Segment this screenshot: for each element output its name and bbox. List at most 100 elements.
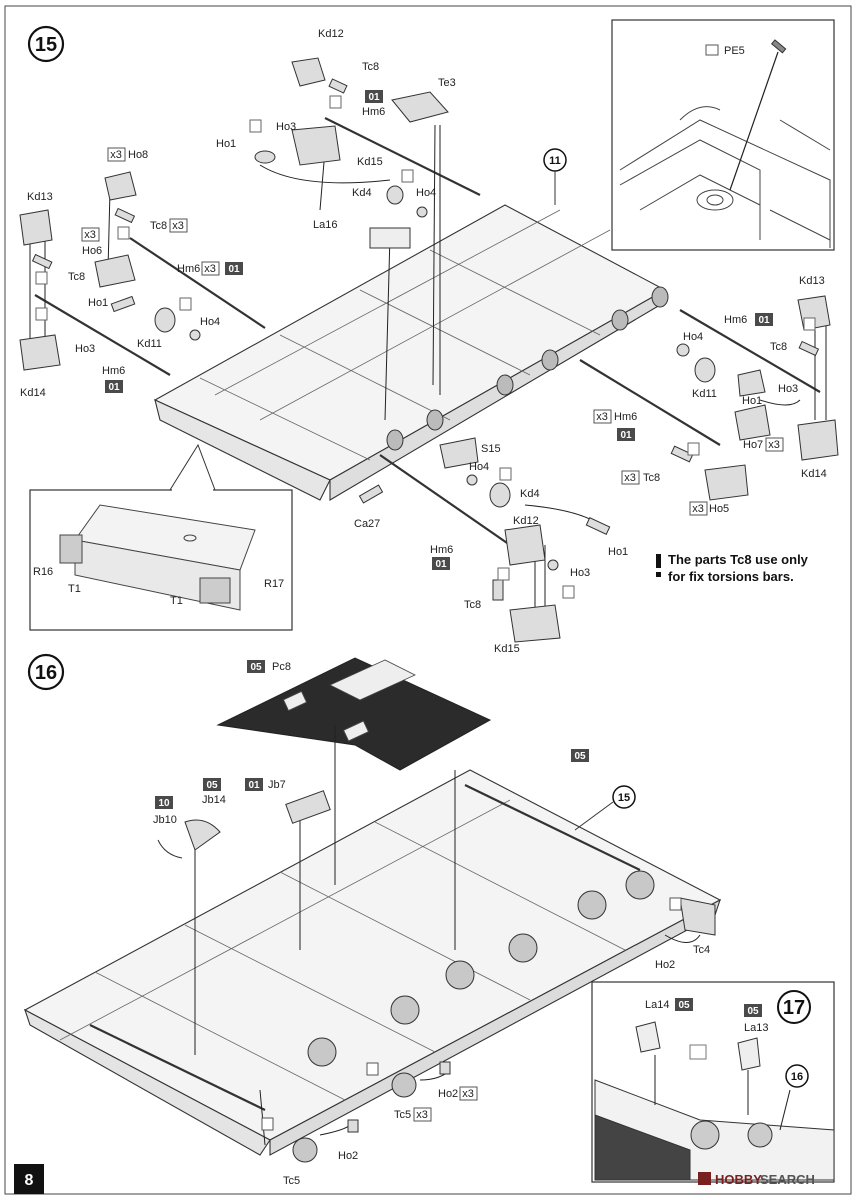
part-label: Tc8	[770, 341, 787, 353]
glue-icons-15	[35, 95, 816, 599]
part-label: Kd15	[494, 643, 520, 655]
part-label: 10	[158, 798, 170, 809]
part-label: T1	[170, 595, 183, 607]
part-label: La14	[645, 999, 669, 1011]
page-number: 8	[25, 1172, 34, 1189]
part-label: HOBBY	[715, 1172, 762, 1187]
part-label: Pc8	[272, 661, 291, 673]
step-15-circle	[27, 25, 65, 63]
part-label: Ho3	[778, 383, 798, 395]
part-label: Tc8	[643, 472, 660, 484]
part-label: R17	[264, 578, 284, 590]
sprue-badges-16: 05 05 05 10 01	[155, 660, 589, 809]
part-label: Ho4	[200, 316, 220, 328]
part-label: Ho4	[469, 461, 489, 473]
part-label: Ho1	[608, 546, 628, 558]
chassis-16	[23, 769, 722, 1156]
inset-pe5-drawing	[619, 106, 831, 248]
part-label: Kd15	[357, 156, 383, 168]
part-label: 01	[435, 559, 447, 570]
step-17-section: 17 05 05 La14 La13 16	[591, 981, 835, 1183]
part-label: Jb10	[153, 814, 177, 826]
icons-16	[261, 897, 682, 1131]
part-label: 11	[549, 155, 561, 167]
part-label: Ho2	[338, 1150, 358, 1162]
part-label: x3	[596, 411, 608, 423]
part-label: 01	[108, 382, 120, 393]
page-number-box	[14, 1164, 44, 1194]
part-label: Tc8	[68, 271, 85, 283]
part-label: Kd12	[318, 28, 344, 40]
part-label: x3	[110, 149, 122, 161]
part-label: x3	[768, 439, 780, 451]
part-label: T1	[68, 583, 81, 595]
part-label: The parts Tc8 use only	[668, 552, 809, 567]
step-16-number: 16	[35, 662, 57, 684]
part-label: Hm6	[614, 411, 637, 423]
sprue-badges-15: 01 01 01 01 01 01	[105, 90, 773, 570]
part-label: Kd14	[20, 387, 46, 399]
part-label: Kd12	[513, 515, 539, 527]
part-label: Tc8	[150, 220, 167, 232]
label-pe5: PE5	[724, 45, 745, 57]
part-label: Hm6	[177, 263, 200, 275]
part-label: Ho1	[216, 138, 236, 150]
part-label: S15	[481, 443, 501, 455]
part-label: 05	[747, 1006, 759, 1017]
part-label: Ho8	[128, 149, 148, 161]
step-15-number: 15	[35, 34, 57, 56]
labels-inset: R16 T1 R17 T1	[33, 566, 284, 607]
part-label: x3	[462, 1088, 474, 1100]
part-label: SEARCH	[760, 1172, 815, 1187]
part-label: Tc4	[693, 944, 710, 956]
part-label: Kd13	[799, 275, 825, 287]
step-17-number: 17	[783, 997, 805, 1019]
part-label: Ho1	[742, 395, 762, 407]
part-label: Ho3	[570, 567, 590, 579]
part-label: Hm6	[430, 544, 453, 556]
part-label: 01	[758, 315, 770, 326]
part-label: Ho4	[683, 331, 703, 343]
part-label: Jb14	[202, 794, 226, 806]
part-label: Ca27	[354, 518, 380, 530]
part-label: Ho5	[709, 503, 729, 515]
part-label: x3	[204, 263, 216, 275]
part-label: La13	[744, 1022, 768, 1034]
step-17-circle	[777, 990, 811, 1024]
part-label: Ho2	[655, 959, 675, 971]
step-16-circle	[27, 653, 65, 691]
labels-15: Kd12 Tc8 Hm6 Te3 Ho3 Ho1 Kd15 Kd4 Ho4 Ho…	[20, 28, 827, 655]
part-label: Hm6	[724, 314, 747, 326]
inset-pe5	[611, 19, 835, 251]
part-label: Kd13	[27, 191, 53, 203]
part-label: Ho1	[88, 297, 108, 309]
part-label: 05	[678, 1000, 690, 1011]
part-label: Kd11	[137, 338, 162, 350]
x3-icons-15	[81, 147, 784, 516]
watermark: HOBBY SEARCH	[698, 1172, 815, 1187]
part-label: Ho4	[416, 187, 436, 199]
part-label: 01	[228, 264, 240, 275]
part-label: Te3	[438, 77, 456, 89]
note-torsion-bars: The parts Tc8 use only for fix torsions …	[656, 552, 809, 584]
part-label: x3	[624, 472, 636, 484]
part-label: Tc5	[394, 1109, 411, 1121]
part-label: Jb7	[268, 779, 286, 791]
pe-icon	[705, 44, 719, 56]
part-label: Kd14	[801, 468, 827, 480]
part-label: x3	[416, 1109, 428, 1121]
part-label: Kd11	[692, 388, 717, 400]
part-label: 15	[618, 792, 630, 804]
labels-16: Pc8 Jb14 Jb10 Jb7 Ho2 Tc4 Ho2 Tc5 Ho2 Tc…	[153, 661, 710, 1187]
step-15-section: 15 PE5	[19, 19, 839, 655]
part-label: Tc8	[362, 61, 379, 73]
part-label: 05	[574, 751, 586, 762]
part-label: for fix torsions bars.	[668, 569, 794, 584]
part-label: 01	[620, 430, 632, 441]
part-label: Hm6	[102, 365, 125, 377]
part-label: R16	[33, 566, 53, 578]
part-label: 05	[250, 662, 262, 673]
part-label: Kd4	[352, 187, 372, 199]
